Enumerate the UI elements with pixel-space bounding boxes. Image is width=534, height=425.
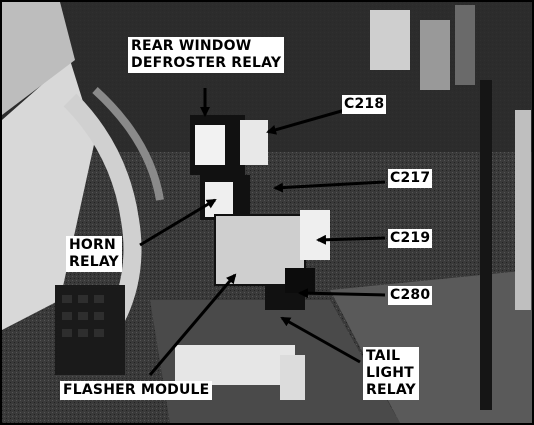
label-rear-window-defroster-relay: REAR WINDOW DEFROSTER RELAY xyxy=(128,37,285,73)
arrow-c218 xyxy=(266,108,346,135)
label-c219: C219 xyxy=(388,229,433,248)
label-flasher-module: FLASHER MODULE xyxy=(60,381,213,400)
arrow-flasher-module xyxy=(148,273,237,376)
label-c218: C218 xyxy=(342,95,387,114)
arrow-c280 xyxy=(298,288,386,299)
label-horn-relay: HORN RELAY xyxy=(66,236,122,272)
arrow-c217 xyxy=(273,180,386,193)
arrow-c219 xyxy=(316,234,386,245)
label-tail-light-relay: TAIL LIGHT RELAY xyxy=(363,347,419,400)
label-c217: C217 xyxy=(388,169,433,188)
label-c280: C280 xyxy=(388,286,433,305)
arrow-horn-relay xyxy=(139,198,217,247)
leader-arrows xyxy=(139,88,386,376)
arrow-tail-light-relay xyxy=(280,316,361,364)
